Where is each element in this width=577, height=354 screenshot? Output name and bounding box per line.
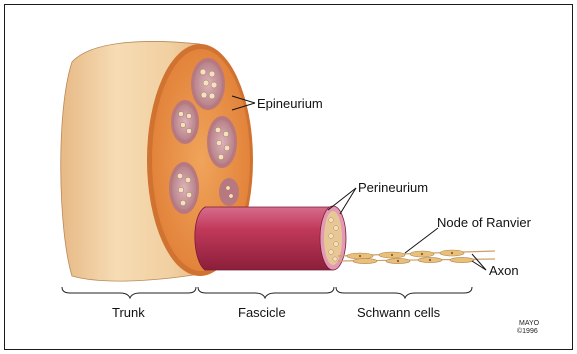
- label-schwann-cells: Schwann cells: [357, 305, 441, 320]
- label-perineurium: Perineurium: [358, 180, 428, 195]
- credit-mayo: MAYO: [519, 320, 540, 327]
- label-fascicle: Fascicle: [238, 305, 286, 320]
- label-axon: Axon: [489, 263, 519, 278]
- fascicle: [195, 206, 346, 270]
- credit-year: ©1996: [517, 327, 538, 335]
- label-trunk: Trunk: [112, 305, 145, 320]
- section-braces: [62, 287, 472, 298]
- schwann-cell-fibers: [338, 250, 495, 264]
- label-node-of-ranvier: Node of Ranvier: [437, 215, 532, 230]
- label-epineurium: Epineurium: [257, 96, 323, 111]
